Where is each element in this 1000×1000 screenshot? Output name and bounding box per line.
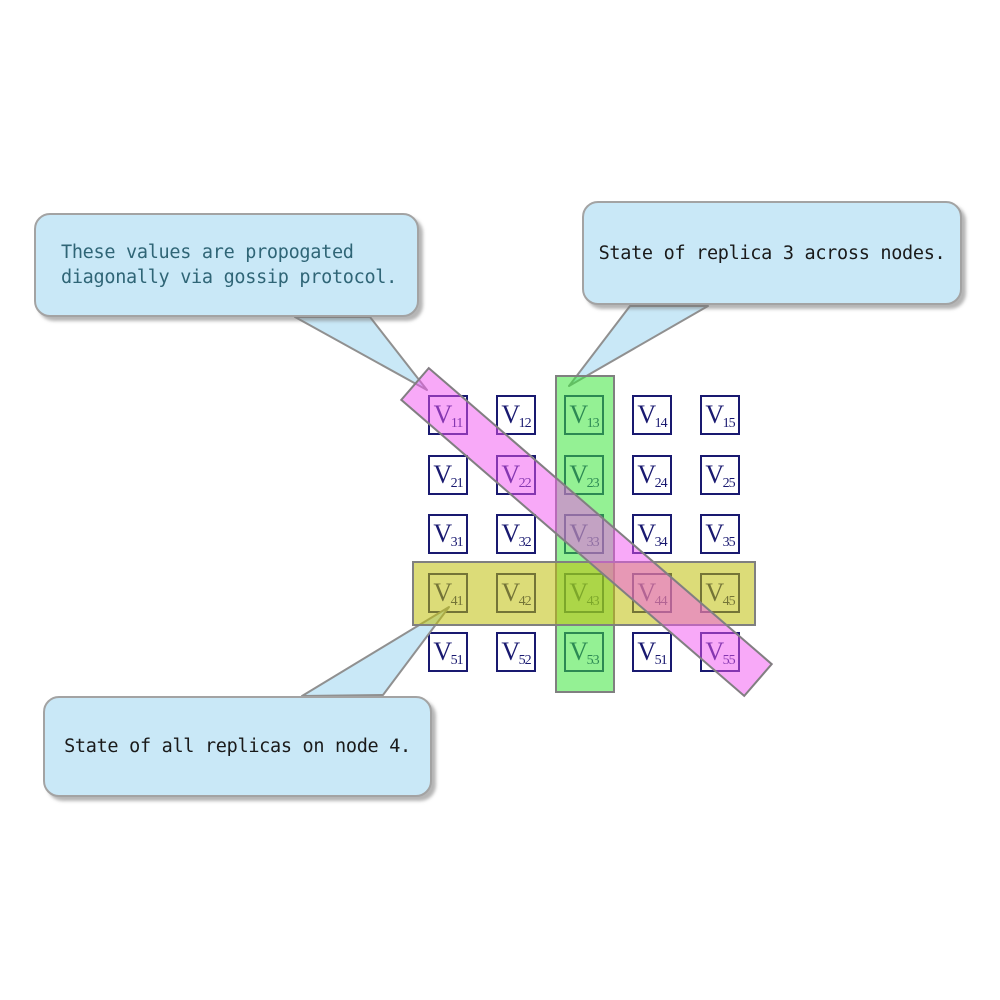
replica-callout-text: State of replica 3 across nodes. <box>598 242 946 264</box>
cell-label: V14 <box>637 400 667 432</box>
cell-v52: V52 <box>496 632 536 672</box>
gossip-callout-pointer <box>294 316 428 391</box>
cell-label: V15 <box>705 400 735 432</box>
cell-label: V24 <box>637 460 667 492</box>
cell-v35: V35 <box>700 514 740 554</box>
gossip-callout-line1: These values are propogated <box>61 242 354 263</box>
node-callout-text: State of all replicas on node 4. <box>64 736 411 757</box>
cell-label: V34 <box>637 519 667 551</box>
cell-v21: V21 <box>428 455 468 495</box>
cell-r5c4: V51 <box>632 632 672 672</box>
node-callout: State of all replicas on node 4. <box>43 696 432 797</box>
cell-v31: V31 <box>428 514 468 554</box>
gossip-callout-line2: diagonally via gossip protocol. <box>61 267 397 288</box>
gossip-callout: These values are propogated diagonally v… <box>34 213 419 317</box>
cell-label: V21 <box>433 460 463 492</box>
cell-label: V25 <box>705 460 735 492</box>
cell-label: V32 <box>501 519 531 551</box>
cell-v51: V51 <box>428 632 468 672</box>
cell-v24: V24 <box>632 455 672 495</box>
cell-v12: V12 <box>496 395 536 435</box>
cell-v25: V25 <box>700 455 740 495</box>
cell-label: V51 <box>433 637 463 669</box>
cell-label: V35 <box>705 519 735 551</box>
cell-v14: V14 <box>632 395 672 435</box>
cell-label: V12 <box>501 400 531 432</box>
cell-label: V52 <box>501 637 531 669</box>
cell-label: V31 <box>433 519 463 551</box>
cell-v32: V32 <box>496 514 536 554</box>
cell-v15: V15 <box>700 395 740 435</box>
cell-label: V51 <box>637 637 667 669</box>
replica-callout-pointer <box>568 305 709 387</box>
replica-callout: State of replica 3 across nodes. <box>582 201 962 305</box>
